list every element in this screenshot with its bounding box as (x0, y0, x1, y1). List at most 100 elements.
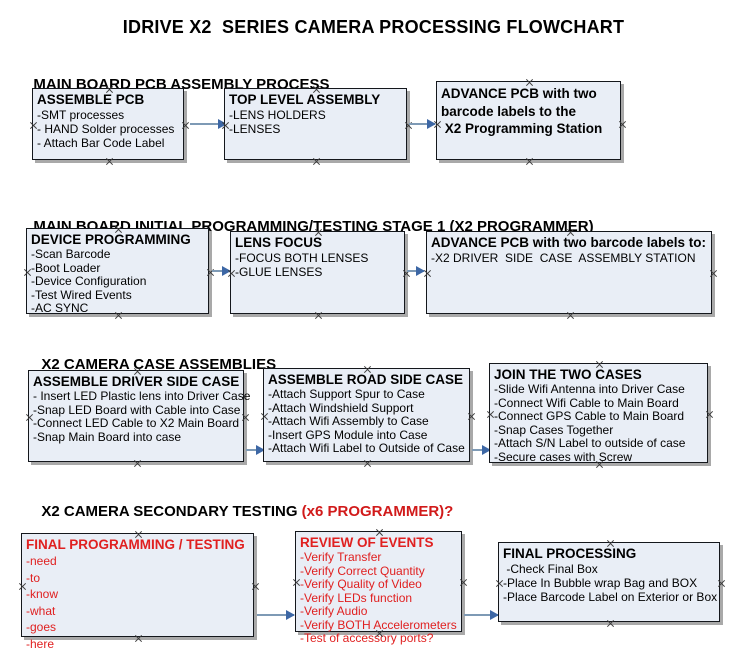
flow-box-title: FINAL PROGRAMMING / TESTING (26, 537, 245, 552)
connection-handle-top[interactable] (134, 530, 143, 539)
flow-box-title: ASSEMBLE ROAD SIDE CASE (268, 372, 464, 387)
section-heading-x2-camera-case-assemblies: X2 CAMERA CASE ASSEMBLIES (33, 339, 276, 373)
connection-handle-left[interactable] (18, 582, 27, 591)
flow-box-line: -Snap Cases Together (494, 422, 614, 437)
connection-handle-bottom[interactable] (595, 460, 604, 469)
connection-handle-top[interactable] (105, 85, 114, 94)
connection-handle-bottom[interactable] (312, 157, 321, 166)
flow-box-line: -Verify Quality of Video (300, 577, 422, 591)
flow-box-line: -Place In Bubble wrap Bag and BOX (503, 576, 698, 590)
flow-box-line: -Test Wired Events (31, 287, 132, 302)
flow-box-line: -need (26, 554, 57, 568)
flow-box-final-programming-testing[interactable]: FINAL PROGRAMMING / TESTING -need -to -k… (18, 530, 254, 651)
flow-box-assemble-pcb[interactable]: ASSEMBLE PCB -SMT processes - HAND Solde… (32, 88, 184, 160)
flow-box-line: -LENS HOLDERS (229, 108, 326, 122)
flow-box-line: -Verify LEDs function (300, 590, 413, 605)
flow-box-line: -Attach S/N Label to outside of case (494, 436, 686, 450)
connection-handle-right[interactable] (251, 582, 260, 591)
connection-handle-right[interactable] (717, 579, 726, 588)
connection-handle-right[interactable] (241, 413, 250, 422)
flow-box-lens-focus[interactable]: LENS FOCUS -FOCUS BOTH LENSES -GLUE LENS… (230, 231, 405, 314)
flow-box-line: -know (26, 587, 59, 601)
arrow-head-icon (256, 445, 265, 455)
section-heading-accent: (x6 PROGRAMMER)? (301, 503, 454, 520)
flow-box-line: -AC SYNC (31, 301, 89, 315)
flow-box-line: -Scan Barcode (31, 247, 111, 261)
connection-handle-bottom[interactable] (314, 311, 323, 320)
connector-top-level-to-advance-pcb (409, 119, 436, 129)
flow-box-line: -Connect LED Cable to X2 Main Board (33, 416, 240, 430)
connection-handle-bottom[interactable] (525, 157, 534, 166)
flow-box-join-the-two-cases[interactable]: JOIN THE TWO CASES -Slide Wifi Antenna i… (489, 363, 708, 463)
flow-box-title: LENS FOCUS (235, 235, 323, 250)
flow-box-title: JOIN THE TWO CASES (494, 367, 642, 382)
connection-handle-left[interactable] (25, 413, 34, 422)
section-heading-text: X2 CAMERA CASE ASSEMBLIES (41, 356, 277, 373)
connection-handle-left[interactable] (23, 268, 32, 277)
flow-box-final-processing[interactable]: FINAL PROCESSING -Check Final Box -Place… (498, 542, 720, 622)
connection-handle-left[interactable] (29, 121, 38, 130)
connection-handle-left[interactable] (221, 121, 230, 130)
flow-box-assemble-road-side-case[interactable]: ASSEMBLE ROAD SIDE CASE -Attach Support … (263, 368, 470, 462)
connection-handle-bottom[interactable] (114, 311, 123, 320)
connection-handle-right[interactable] (618, 120, 627, 129)
connection-handle-top[interactable] (133, 367, 142, 376)
flow-box-assemble-driver-side-case[interactable]: ASSEMBLE DRIVER SIDE CASE - Insert LED P… (25, 367, 251, 462)
flow-box-line: -what (26, 603, 56, 618)
connection-handle-right[interactable] (467, 412, 476, 421)
flow-box-line: -SMT processes (37, 108, 125, 122)
connection-handle-top[interactable] (566, 228, 575, 237)
connection-handle-top[interactable] (363, 365, 372, 374)
connection-handle-top[interactable] (595, 360, 604, 369)
flow-box-review-of-events[interactable]: REVIEW OF EVENTS -Verify Transfer -Verif… (292, 528, 462, 645)
flow-box-line: -GLUE LENSES (235, 265, 323, 279)
flow-box-advance-pcb-driver-side-case[interactable]: ADVANCE PCB with two barcode labels to: … (426, 231, 712, 314)
connection-handle-left[interactable] (292, 578, 301, 587)
connection-handle-left[interactable] (486, 410, 495, 419)
connection-handle-right[interactable] (709, 269, 718, 278)
connection-handle-left[interactable] (495, 579, 504, 588)
connection-handle-top[interactable] (114, 225, 123, 234)
connection-handle-bottom[interactable] (606, 619, 615, 628)
connection-handle-left[interactable] (433, 120, 442, 129)
flow-box-line: -FOCUS BOTH LENSES (235, 251, 369, 265)
flow-box-top-level-assembly[interactable]: TOP LEVEL ASSEMBLY -LENS HOLDERS -LENSES (224, 88, 407, 160)
connection-handle-top[interactable] (525, 78, 534, 87)
flow-box-line: -Boot Loader (31, 260, 101, 275)
connection-handle-right[interactable] (206, 268, 215, 277)
flow-box-line: -Attach Wifi Assembly to Case (268, 414, 429, 428)
flow-box-line: - Insert LED Plastic lens into Driver Ca… (33, 389, 251, 403)
connection-handle-top[interactable] (375, 528, 384, 537)
connection-handle-right[interactable] (705, 410, 714, 419)
flow-box-title: TOP LEVEL ASSEMBLY (229, 92, 381, 107)
flow-box-device-programming[interactable]: DEVICE PROGRAMMING -Scan Barcode -Boot L… (23, 225, 209, 315)
flow-box-line: -Slide Wifi Antenna into Driver Case (494, 382, 685, 396)
flow-box-line: -Attach Wifi Label to Outside of Case (268, 441, 465, 455)
flow-box-line: -Snap LED Board with Cable into Case (33, 402, 241, 417)
connection-handle-bottom[interactable] (105, 157, 114, 166)
flow-box-title: FINAL PROCESSING (503, 546, 637, 561)
connection-handle-bottom[interactable] (133, 459, 142, 468)
connection-handle-right[interactable] (459, 578, 468, 587)
flow-box-line: -to (26, 570, 41, 585)
connection-handle-top[interactable] (314, 228, 323, 237)
flow-box-line: -X2 DRIVER SIDE CASE ASSEMBLY STATION (431, 251, 696, 265)
connection-handle-bottom[interactable] (375, 629, 384, 638)
connection-handle-left[interactable] (260, 412, 269, 421)
connector-lens-focus-to-advance-pcb (407, 266, 425, 276)
flow-box-line: -Secure cases with Screw (494, 449, 633, 464)
flow-box-line: -Verify Correct Quantity (300, 563, 425, 578)
flow-box-line: -Verify Audio (300, 604, 368, 618)
connection-handle-bottom[interactable] (134, 634, 143, 643)
connection-handle-bottom[interactable] (363, 459, 372, 468)
flow-box-title: ADVANCE PCB with two barcode labels to: (431, 235, 707, 250)
connection-handle-top[interactable] (312, 85, 321, 94)
connection-handle-right[interactable] (181, 121, 190, 130)
flow-box-advance-pcb-programming-station[interactable]: ADVANCE PCB with two barcode labels to t… (436, 81, 621, 160)
connection-handle-left[interactable] (227, 269, 236, 278)
connection-handle-top[interactable] (606, 539, 615, 548)
connection-handle-bottom[interactable] (566, 311, 575, 320)
flow-box-line: -Insert GPS Module into Case (268, 427, 428, 442)
connection-handle-right[interactable] (404, 121, 413, 130)
connection-handle-left[interactable] (423, 269, 432, 278)
